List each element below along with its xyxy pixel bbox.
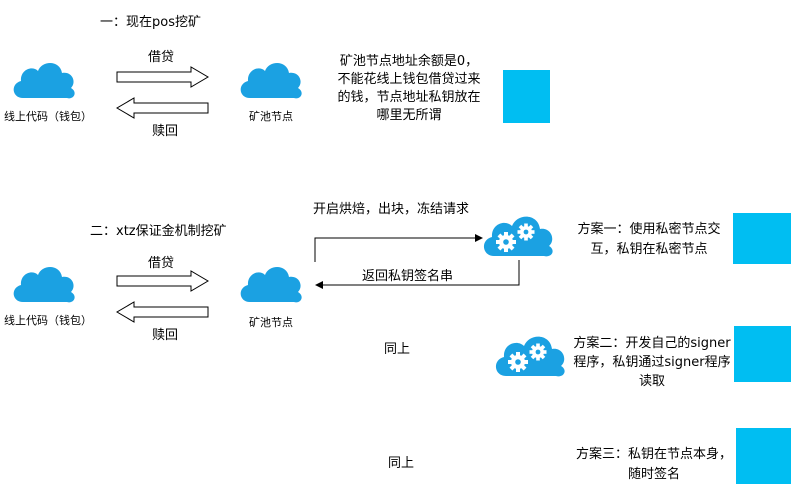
redeem-arrow-2	[116, 301, 209, 323]
borrow-label-1: 借贷	[148, 50, 175, 65]
plan-3-box	[736, 428, 791, 484]
gear-cloud-icon-1	[483, 216, 553, 257]
section1-title: 一：现在pos挖矿	[100, 15, 201, 30]
plan-3-text: 方案三：私钥在节点本身，随时签名	[575, 447, 732, 482]
redeem-label-2: 赎回	[152, 328, 179, 343]
request-connector	[314, 237, 476, 262]
request-arrowhead	[475, 234, 483, 242]
pool-label-1: 矿池节点	[249, 110, 293, 123]
wallet-label-2: 线上代码（钱包）	[4, 314, 92, 327]
plan-2-box	[734, 326, 791, 382]
pool-label-2: 矿池节点	[249, 316, 293, 329]
plan-1-box	[733, 213, 791, 264]
wallet-cloud-icon-1	[13, 62, 75, 99]
section1-box	[503, 70, 550, 123]
return-label: 返回私钥签名串	[362, 269, 454, 284]
borrow-arrow-1	[116, 66, 209, 88]
redeem-label-1: 赎回	[152, 124, 179, 139]
borrow-arrow-2	[116, 270, 209, 292]
wallet-cloud-icon-2	[13, 266, 75, 303]
plan-2-text: 方案二：开发自己的signer程序，私钥通过signer程序读取	[573, 336, 731, 389]
pool-cloud-icon-2	[240, 266, 302, 303]
pool-cloud-icon-1	[240, 62, 302, 99]
same-label-1: 同上	[384, 342, 411, 357]
borrow-label-2: 借贷	[148, 256, 175, 271]
wallet-label-1: 线上代码（钱包）	[4, 110, 92, 123]
redeem-arrow-1	[116, 97, 209, 119]
return-connector	[322, 260, 520, 286]
request-label: 开启烘焙，出块，冻结请求	[312, 202, 469, 217]
plan-1-text: 方案一：使用私密节点交互，私钥在私密节点	[577, 222, 721, 257]
section2-title: 二：xtz保证金机制挖矿	[90, 224, 227, 239]
section1-note: 矿池节点地址余额是0，不能花线上钱包借贷过来的钱，节点地址私钥放在哪里无所谓	[337, 54, 481, 123]
return-arrowhead	[315, 281, 323, 289]
same-label-2: 同上	[388, 456, 415, 471]
gear-cloud-icon-2	[495, 336, 565, 377]
